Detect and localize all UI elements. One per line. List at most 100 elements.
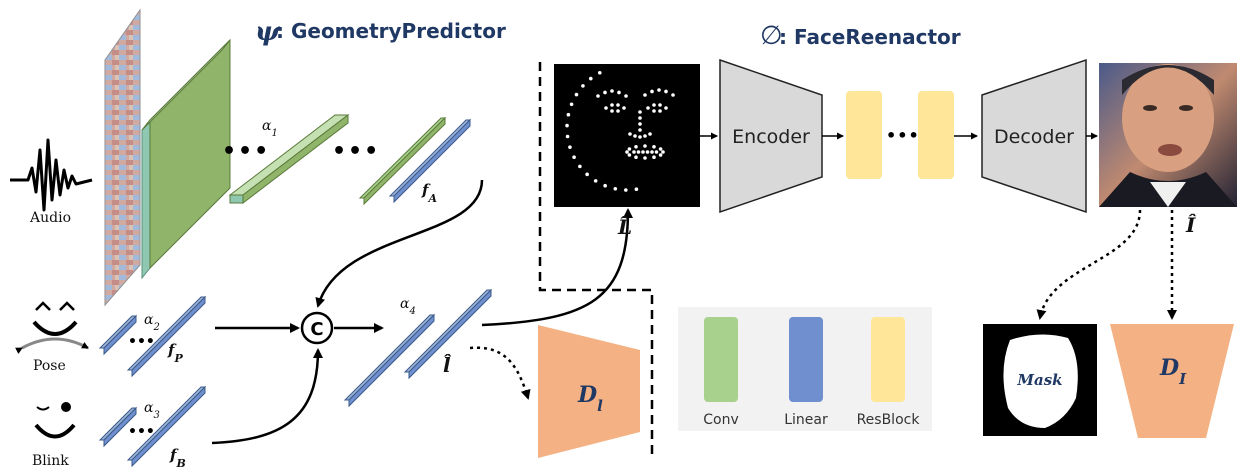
landmark-dot bbox=[658, 153, 663, 157]
encoder-block: Encoder bbox=[719, 58, 823, 214]
linear-out-2 bbox=[403, 288, 493, 380]
alpha3-label: α3 bbox=[144, 400, 160, 421]
arrow-fb-to-concat bbox=[211, 348, 323, 445]
decoder-block: Decoder bbox=[981, 58, 1087, 214]
encoder-label: Encoder bbox=[732, 126, 810, 148]
landmark-dot bbox=[588, 76, 593, 81]
landmark-dot bbox=[646, 106, 650, 110]
resblock-1 bbox=[846, 91, 882, 179]
concat-node: C bbox=[300, 311, 334, 345]
concat-label: C bbox=[310, 319, 323, 340]
conv-block-medium bbox=[228, 113, 350, 205]
landmark-dot bbox=[661, 150, 665, 154]
linear-out-1 bbox=[343, 313, 436, 408]
landmark-dot bbox=[643, 93, 647, 97]
landmark-dot bbox=[565, 123, 569, 128]
landmark-dot bbox=[638, 116, 642, 120]
disc-i-label: DI bbox=[1159, 355, 1187, 388]
geometry-predictor-title: ψ : GeometryPredictor bbox=[255, 17, 506, 47]
landmark-dot bbox=[568, 145, 572, 149]
fp-label: fP bbox=[167, 341, 183, 365]
landmark-dot bbox=[638, 128, 642, 132]
landmark-dot bbox=[625, 150, 629, 154]
disc-l-label: Dl bbox=[577, 382, 603, 415]
landmark-dot bbox=[643, 156, 647, 160]
landmark-dot bbox=[654, 150, 659, 154]
landmark-dot bbox=[627, 147, 632, 151]
geometry-predictor-name: : GeometryPredictor bbox=[276, 19, 506, 43]
psi-symbol: ψ bbox=[255, 17, 281, 47]
landmark-dot bbox=[597, 70, 602, 75]
landmark-dot bbox=[657, 88, 661, 92]
landmark-dot bbox=[624, 94, 628, 98]
alpha2-label: α2 bbox=[144, 312, 160, 333]
pose-icon bbox=[15, 301, 89, 354]
ellipsis-1: ••• bbox=[222, 139, 270, 164]
landmark-dot bbox=[596, 94, 600, 98]
landmark-dot bbox=[658, 103, 662, 107]
conv-thin bbox=[358, 116, 447, 206]
landmark-dot bbox=[581, 84, 585, 88]
legend-resblock-label: ResBlock bbox=[857, 412, 921, 428]
linear-pose-small bbox=[98, 314, 138, 356]
ellipsis-pose: ••• bbox=[128, 334, 155, 350]
ellipsis-blink: ••• bbox=[128, 424, 155, 440]
landmark-dot bbox=[633, 134, 637, 138]
landmark-dot bbox=[610, 109, 614, 113]
face-reenactor-title: ∅ : FaceReenactor bbox=[760, 21, 961, 51]
landmark-dot bbox=[638, 110, 642, 114]
landmark-dot bbox=[622, 106, 626, 110]
landmark-dot bbox=[652, 145, 656, 149]
landmark-dot bbox=[634, 155, 638, 159]
conv-block-large bbox=[141, 38, 231, 280]
emptyset-symbol: ∅ bbox=[760, 21, 783, 51]
landmark-dot bbox=[643, 134, 647, 138]
mask-image: Mask bbox=[983, 324, 1097, 436]
linear-pose-fp bbox=[126, 295, 207, 378]
decoder-label: Decoder bbox=[994, 126, 1074, 148]
landmark-dot bbox=[671, 93, 675, 97]
landmark-dot bbox=[632, 150, 636, 154]
landmark-dot bbox=[641, 150, 645, 154]
blink-icon bbox=[34, 402, 76, 439]
alpha1-label: α1 bbox=[262, 118, 278, 139]
landmark-dot bbox=[624, 188, 628, 192]
audio-label: Audio bbox=[29, 210, 71, 226]
landmark-dot bbox=[638, 135, 642, 139]
disc-i-block: DI bbox=[1110, 324, 1234, 438]
image-pred-label: Î bbox=[1185, 213, 1196, 237]
landmark-dot bbox=[664, 89, 668, 94]
landmark-dot bbox=[610, 89, 614, 93]
landmark-dot bbox=[652, 109, 656, 113]
fb-label: fB bbox=[169, 446, 186, 469]
arrow-to-mask bbox=[1036, 209, 1142, 320]
waveform-icon bbox=[10, 138, 93, 212]
landmark-dot bbox=[585, 172, 589, 177]
disc-l-block: Dl bbox=[538, 325, 640, 458]
landmark-dot bbox=[628, 132, 632, 136]
landmark-dot bbox=[650, 150, 654, 154]
landmark-dot bbox=[604, 106, 608, 110]
linear-fa bbox=[388, 118, 472, 204]
spectrogram-block bbox=[104, 8, 141, 307]
legend-conv-swatch bbox=[704, 317, 738, 402]
landmark-dot bbox=[617, 90, 621, 95]
landmark-dot bbox=[578, 164, 582, 169]
landmark-image-label: L̂ bbox=[617, 215, 632, 239]
output-face-image bbox=[1099, 63, 1237, 207]
landmark-dot bbox=[593, 179, 598, 183]
landmark-dot bbox=[643, 144, 647, 148]
landmark-dot bbox=[627, 153, 632, 157]
landmark-dot bbox=[645, 150, 650, 154]
landmark-dot bbox=[565, 134, 570, 139]
landmark-dot bbox=[648, 132, 652, 136]
alpha4-label: α4 bbox=[400, 296, 416, 317]
legend-resblock-swatch bbox=[871, 317, 905, 402]
resblock-2 bbox=[918, 91, 954, 179]
landmark-dot bbox=[616, 103, 620, 107]
landmark-dot bbox=[616, 109, 620, 113]
landmark-dot bbox=[652, 103, 656, 107]
landmark-pred-label: l̂ bbox=[443, 353, 452, 377]
legend: Conv Linear ResBlock bbox=[678, 307, 932, 431]
